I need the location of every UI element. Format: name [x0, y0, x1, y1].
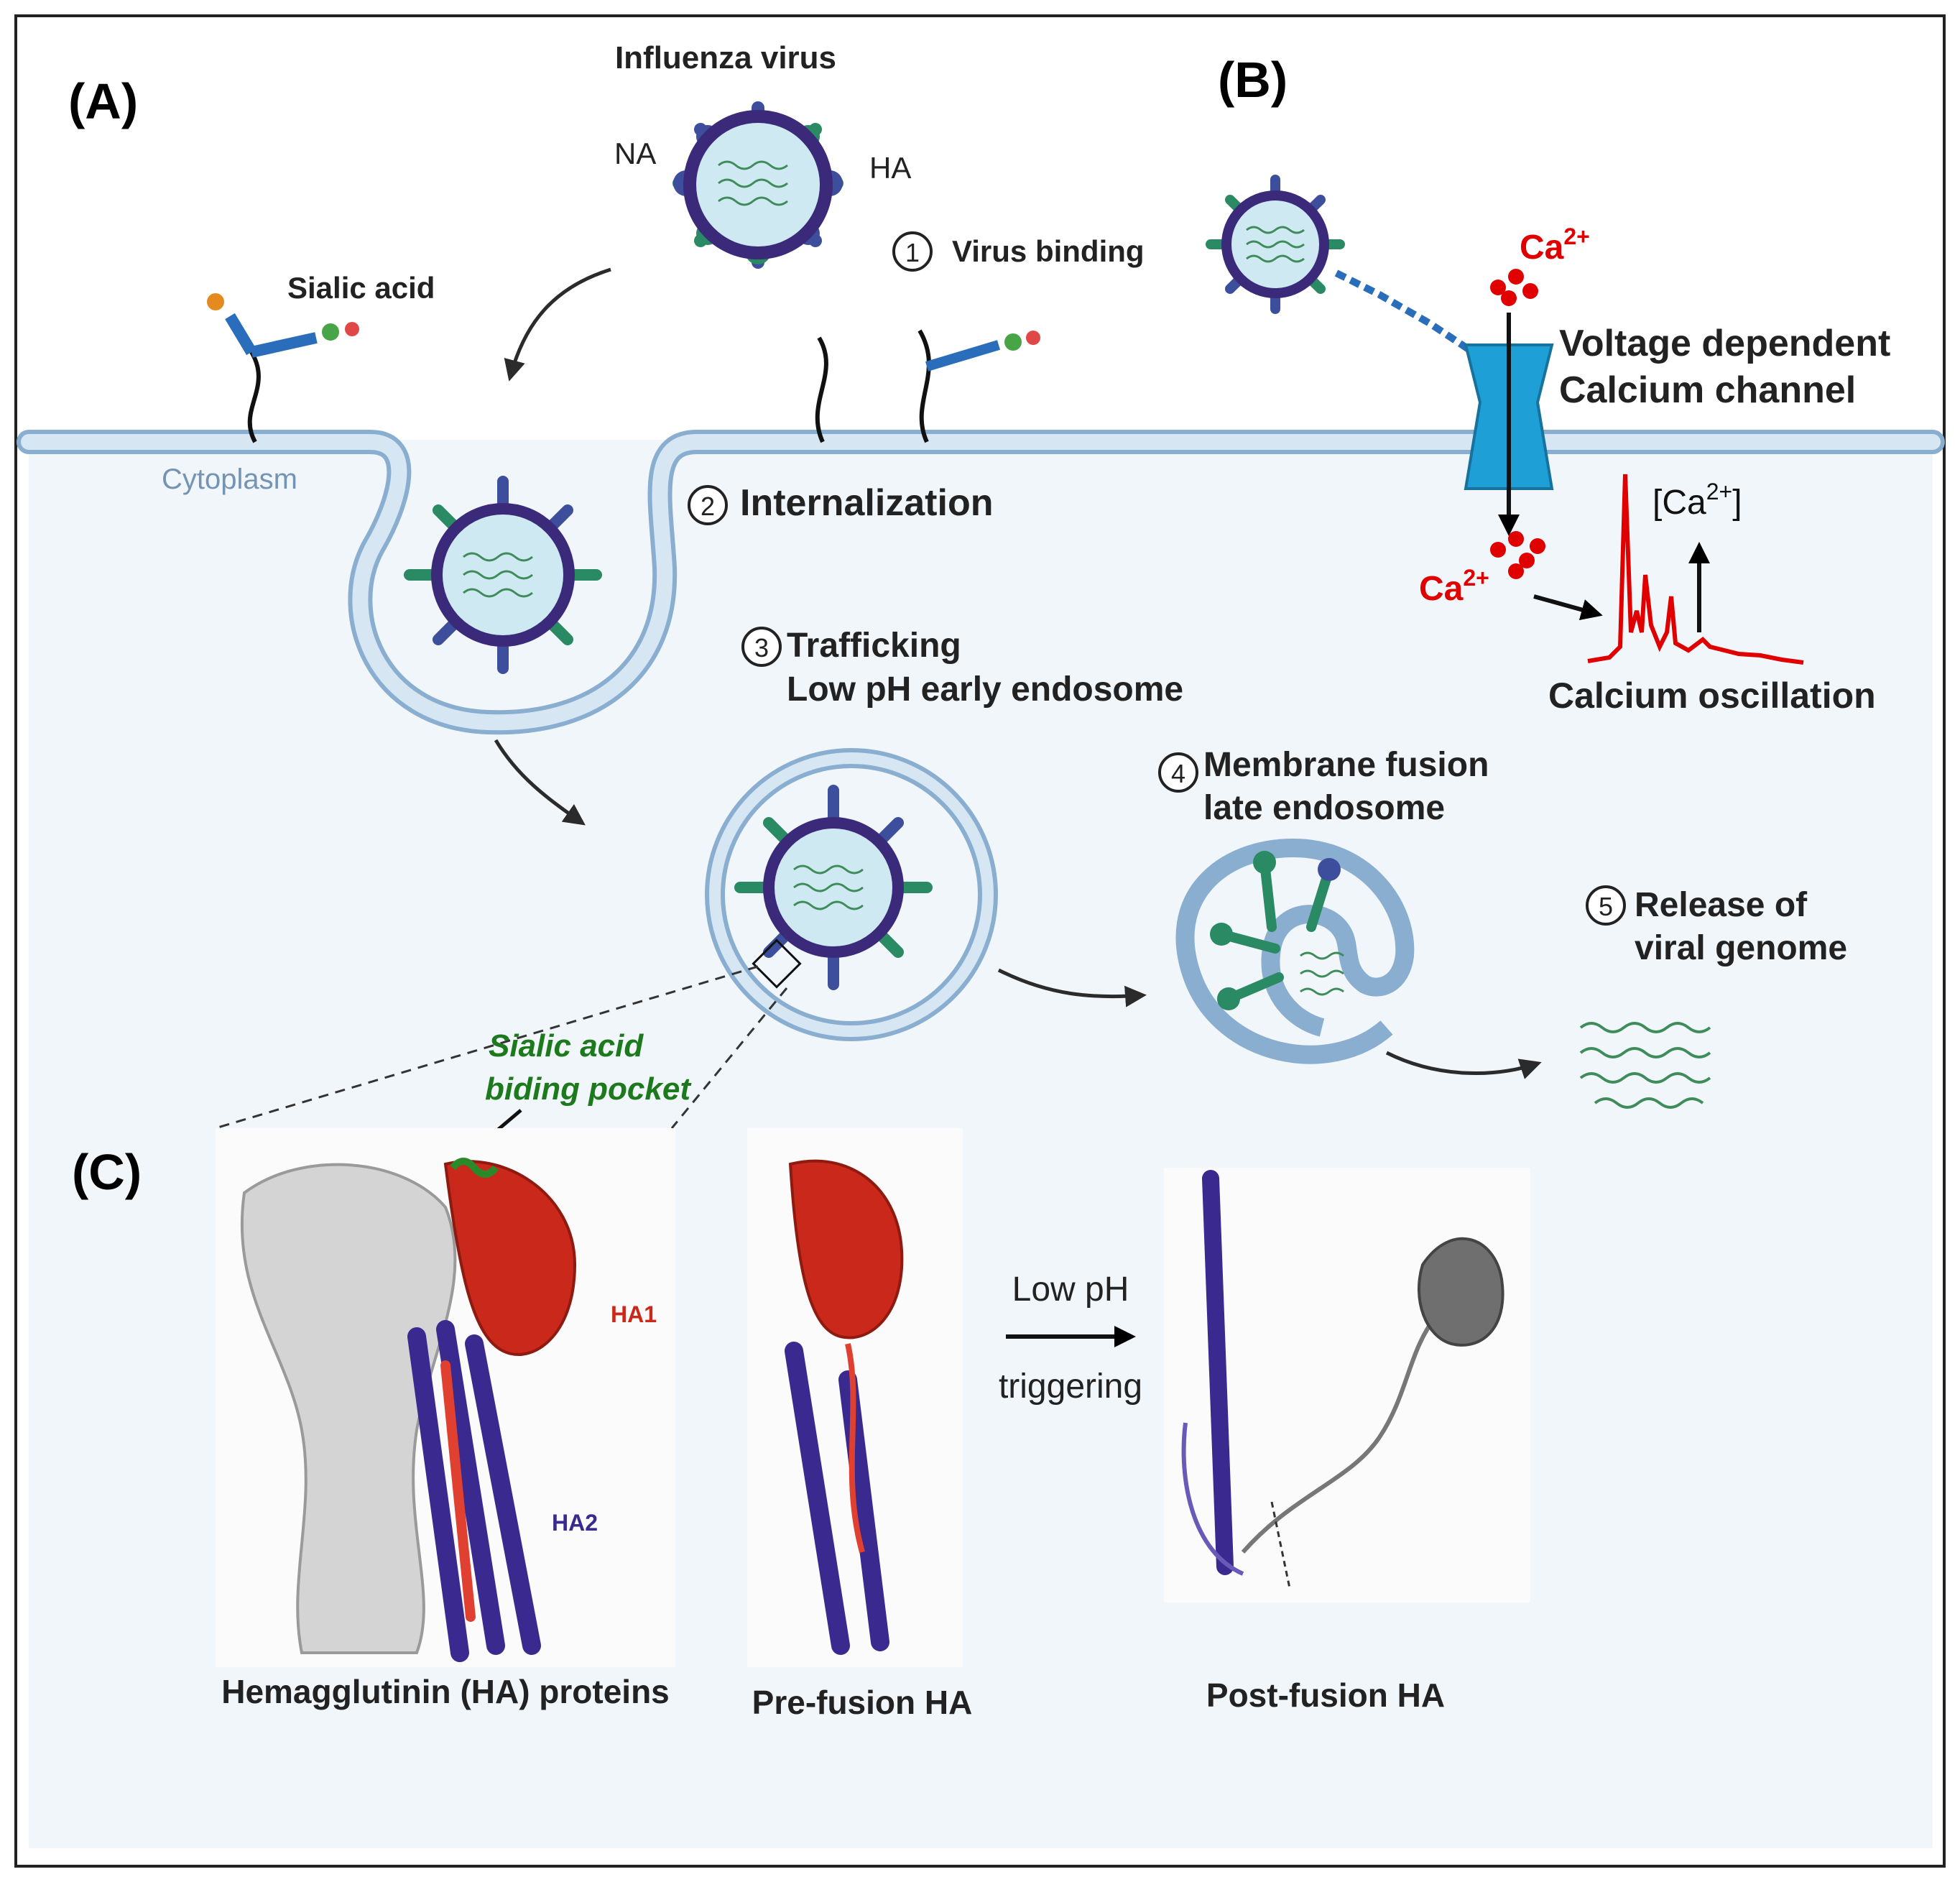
ha-trimer-structure: [216, 1128, 675, 1667]
pocket-label-line2: biding pocket: [485, 1071, 692, 1107]
virion-b: [1206, 175, 1475, 356]
step-3-line2: Low pH early endosome: [787, 670, 1183, 709]
step-3-number-circle: [741, 627, 782, 667]
fusion-arrow: [997, 968, 1147, 1007]
early-endosome: [705, 748, 998, 1041]
post-fusion-ha-structure: [1164, 1168, 1530, 1602]
released-genome: [1579, 1022, 1711, 1109]
calcium-oscillation-trace: [1587, 474, 1804, 665]
receptor-chain: [925, 340, 1001, 372]
ca-label-bottom: Ca2+: [1419, 565, 1489, 608]
calcium-channel: [1464, 313, 1554, 536]
triggering-label: triggering: [999, 1367, 1142, 1406]
step-4-line1: Membrane fusion: [1203, 746, 1489, 784]
pocket-marker: [450, 1158, 499, 1178]
calcium-concentration-label: [Ca2+]: [1652, 479, 1742, 522]
receptor-sugar: [1026, 331, 1040, 345]
panel-b-label: (B): [1218, 52, 1288, 108]
binding-arrow: [504, 267, 611, 382]
plasma-membrane: [17, 430, 1945, 735]
step-3-line1: Trafficking: [787, 627, 961, 665]
step-5-number-circle: [1586, 885, 1626, 926]
zoom-line-right: [670, 987, 788, 1129]
sialic-acid-receptor: [207, 293, 359, 443]
internalized-virion: [404, 476, 602, 674]
calcium-ions-extracellular: [1490, 269, 1538, 306]
calcium-ions-intracellular: [1490, 531, 1545, 579]
caption-post-fusion: Post-fusion HA: [1206, 1676, 1445, 1714]
virion-envelope: [683, 110, 833, 259]
viral-genome: [718, 160, 788, 206]
step-3: 3 Trafficking Low pH early endosome: [741, 627, 1183, 709]
step-1: 1 Virus binding: [892, 231, 1145, 272]
cytoplasm-label: Cytoplasm: [162, 463, 297, 495]
step-2-number-circle: [688, 485, 728, 525]
pocket-label-line1: Sialic acid: [489, 1028, 644, 1064]
ha-label: HA: [869, 151, 911, 185]
step-5: 5 Release of viral genome: [1586, 885, 1847, 967]
step-4-line2: late endosome: [1203, 789, 1445, 827]
influenza-virion: [672, 101, 843, 269]
release-arrow: [1385, 1051, 1542, 1079]
ca-label-top: Ca2+: [1520, 223, 1590, 267]
step-5-number: 5: [1599, 892, 1613, 921]
calcium-oscillation-label: Calcium oscillation: [1548, 675, 1876, 716]
late-endosome: [1175, 838, 1415, 1064]
step-2-label: Internalization: [740, 482, 993, 524]
step-1-number-circle: [892, 231, 933, 272]
step-5-line2: viral genome: [1635, 929, 1847, 967]
panel-a-label: (A): [68, 73, 138, 129]
receptor-sugar: [1004, 333, 1022, 351]
step-3-number: 3: [754, 633, 769, 663]
ha2-label: HA2: [552, 1510, 598, 1536]
step-2: 2 Internalization: [688, 482, 993, 525]
step-4-number-circle: [1158, 752, 1198, 793]
sialic-acid-label: Sialic acid: [287, 271, 435, 305]
calcium-to-trace-arrow: [1533, 594, 1603, 621]
ha1-label: HA1: [611, 1301, 657, 1327]
channel-label-line2: Calcium channel: [1559, 369, 1856, 411]
channel-label-line1: Voltage dependent: [1559, 323, 1890, 364]
step-4: 4 Membrane fusion late endosome: [1158, 746, 1489, 827]
na-label: NA: [614, 137, 656, 170]
trafficking-arrow: [494, 739, 586, 826]
receptor-stalk: [815, 336, 828, 443]
step-2-number: 2: [701, 492, 715, 521]
low-ph-label: Low pH: [1012, 1270, 1129, 1309]
pre-fusion-ha-structure: [747, 1128, 963, 1667]
caption-pre-fusion: Pre-fusion HA: [752, 1684, 973, 1721]
zoom-box: [752, 938, 802, 989]
panel-c-label: (C): [72, 1144, 142, 1200]
step-5-line1: Release of: [1635, 886, 1808, 924]
zoom-line-left: [215, 965, 759, 1130]
receptor-stalk: [917, 329, 931, 443]
step-4-number: 4: [1171, 759, 1185, 788]
virus-title: Influenza virus: [615, 40, 836, 75]
caption-ha-proteins: Hemagglutinin (HA) proteins: [221, 1673, 670, 1710]
step-1-label: Virus binding: [952, 234, 1145, 268]
step-1-number: 1: [905, 238, 920, 267]
